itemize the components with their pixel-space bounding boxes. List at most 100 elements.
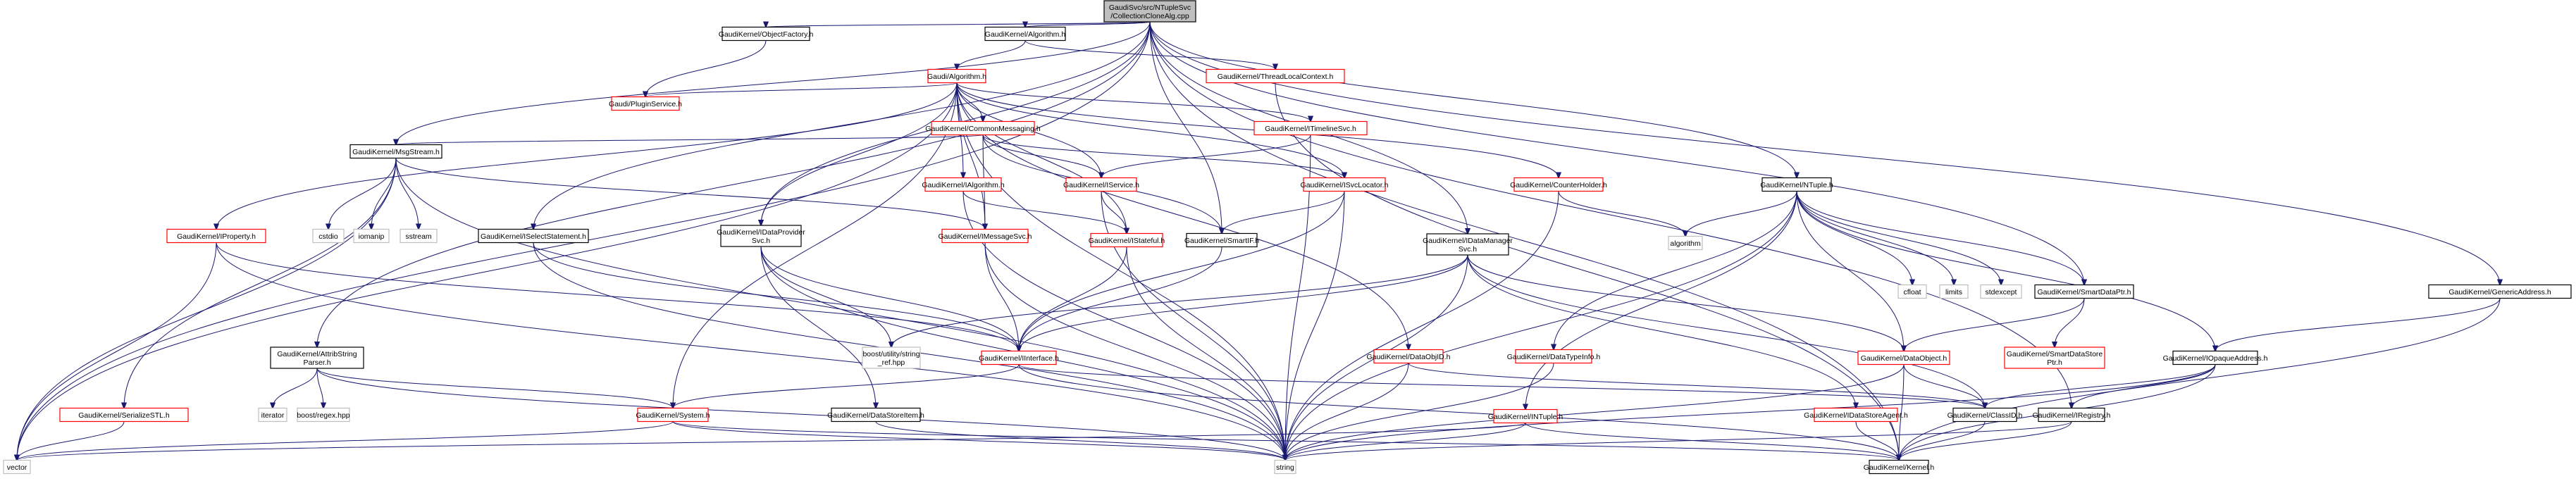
node-genericaddress[interactable]: GaudiKernel/GenericAddress.h <box>2428 284 2572 299</box>
node-imessagesvc[interactable]: GaudiKernel/IMessageSvc.h <box>938 228 1032 244</box>
node-box <box>353 228 390 244</box>
edge-iregistry-to-kernel <box>1899 421 2072 461</box>
edge-iregistry-to-string <box>1285 421 2072 461</box>
node-msgstream[interactable]: GaudiKernel/MsgStream.h <box>349 144 442 159</box>
node-label: GaudiKernel/CommonMessaging.h <box>925 125 1041 133</box>
node-label: GaudiKernel/GenericAddress.h <box>2448 288 2551 296</box>
node-box <box>1253 120 1368 136</box>
edge-gaudi_algorithm-to-iproperty <box>216 82 958 230</box>
node-system[interactable]: GaudiKernel/System.h <box>636 407 710 423</box>
node-box <box>1939 284 1969 299</box>
node-box <box>1065 177 1137 192</box>
node-box <box>2038 407 2105 423</box>
node-box <box>1186 232 1258 248</box>
edge-commonmessaging-to-isvclocator <box>982 135 1344 178</box>
node-gk_algorithm[interactable]: GaudiKernel/Algorithm.h <box>984 26 1066 42</box>
edge-imessagesvc-to-string <box>984 242 1285 461</box>
node-datatypeinfo[interactable]: GaudiKernel/DataTypeInfo.h <box>1507 349 1601 364</box>
node-label: boost/regex.hpp <box>297 411 349 420</box>
node-label: stdexcept <box>1986 288 2017 296</box>
edge-istateful-to-iinterface <box>1019 246 1127 351</box>
edge-serializestl-to-vector <box>17 421 125 461</box>
node-iinterface[interactable]: GaudiKernel/IInterface.h <box>979 350 1059 366</box>
node-label: GaudiKernel/MsgStream.h <box>352 148 440 156</box>
node-box <box>931 120 1035 136</box>
node-label: GaudiKernel/IStateful.h <box>1089 237 1165 245</box>
node-label: GaudiKernel/ISvcLocator.h <box>1301 181 1389 189</box>
node-iopaqueaddress[interactable]: GaudiKernel/IOpaqueAddress.h <box>2163 350 2268 366</box>
node-box <box>270 346 364 369</box>
node-iproperty[interactable]: GaudiKernel/IProperty.h <box>166 228 266 244</box>
node-label: GaudiKernel/ISelectStatement.h <box>481 232 586 241</box>
node-kernel[interactable]: GaudiKernel/Kernel.h <box>1864 459 1935 475</box>
node-iregistry[interactable]: GaudiKernel/IRegistry.h <box>2033 407 2111 423</box>
node-dataobjid[interactable]: GaudiKernel/DataObjID.h <box>1366 349 1451 364</box>
edge-system-to-vector <box>17 421 674 461</box>
node-label: _ref.hpp <box>877 358 905 367</box>
edge-smartdataptr-to-smartdatastoreptr <box>2055 298 2085 348</box>
node-box <box>258 407 287 423</box>
node-label: GaudiKernel/ObjectFactory.h <box>719 30 814 39</box>
edge-dataobjid-to-classid <box>1408 363 1985 408</box>
edge-objfactory-to-pluginservice <box>645 40 767 97</box>
node-label: GaudiKernel/IDataManager <box>1423 237 1513 245</box>
node-label: GaudiKernel/DataTypeInfo.h <box>1507 353 1601 361</box>
edge-root-to-attribstringparser <box>317 21 1151 347</box>
node-classid[interactable]: GaudiKernel/ClassID.h <box>1948 407 2023 423</box>
node-label: iomanip <box>359 232 385 241</box>
node-isvclocator[interactable]: GaudiKernel/ISvcLocator.h <box>1301 177 1389 192</box>
node-gaudi_algorithm[interactable]: Gaudi/Algorithm.h <box>927 68 986 84</box>
edge-ntuple-to-cfloat <box>1796 191 1912 285</box>
node-box <box>59 407 189 423</box>
edge-msgstream-to-serializestl <box>124 158 397 408</box>
node-smartif[interactable]: GaudiKernel/SmartIF.h <box>1184 232 1259 248</box>
edge-intuple-to-string <box>1285 423 1526 461</box>
node-serializestl[interactable]: GaudiKernel/SerializeSTL.h <box>59 407 189 423</box>
node-label: GaudiKernel/SmartIF.h <box>1184 237 1259 245</box>
edge-iinterface-to-system <box>673 364 1020 408</box>
edge-gk_algorithm-to-threadlocal <box>1024 40 1275 70</box>
node-istateful[interactable]: GaudiKernel/IStateful.h <box>1089 232 1165 248</box>
edge-gaudi_algorithm-to-istateful <box>956 82 1127 234</box>
node-datastoreitem[interactable]: GaudiKernel/DataStoreItem.h <box>827 407 924 423</box>
node-pluginservice[interactable]: Gaudi/PluginService.h <box>609 96 682 111</box>
node-label: GaudiKernel/ITimelineSvc.h <box>1265 125 1356 133</box>
node-box <box>1090 232 1163 248</box>
node-ialgorithm[interactable]: GaudiKernel/IAlgorithm.h <box>922 177 1005 192</box>
edge-iproperty-to-string <box>216 242 1285 461</box>
node-intuple[interactable]: GaudiKernel/INTuple.h <box>1488 408 1563 424</box>
node-dataobject[interactable]: GaudiKernel/DataObject.h <box>1857 350 1950 366</box>
edge-iinterface-to-classid <box>1018 364 1985 408</box>
edge-imessagesvc-to-iinterface <box>984 242 1019 351</box>
node-ntuple[interactable]: GaudiKernel/NTuple.h <box>1760 177 1833 192</box>
edge-idatamanagersvc-to-iinterface <box>1019 254 1468 351</box>
node-iservice[interactable]: GaudiKernel/IService.h <box>1063 177 1139 192</box>
node-itimelinesvc[interactable]: GaudiKernel/ITimelineSvc.h <box>1253 120 1368 136</box>
node-idatastoreagent[interactable]: GaudiKernel/IDataStoreAgent.h <box>1804 407 1908 423</box>
node-box <box>2034 284 2134 299</box>
edge-ntuple-to-intuple <box>1525 191 1797 410</box>
node-threadlocal[interactable]: GaudiKernel/ThreadLocalContext.h <box>1206 68 1345 84</box>
edge-genericaddress-to-iopaqueaddress <box>2215 298 2501 351</box>
node-iselectstatement[interactable]: GaudiKernel/ISelectStatement.h <box>478 228 589 244</box>
edge-istateful-to-string <box>1126 246 1285 461</box>
edge-gaudi_algorithm-to-imessagesvc <box>956 82 985 230</box>
node-label: GaudiKernel/System.h <box>636 411 710 420</box>
edge-ntuple-to-datatypeinfo <box>1554 191 1797 350</box>
node-objfactory[interactable]: GaudiKernel/ObjectFactory.h <box>719 26 814 42</box>
node-label: GaudiKernel/SerializeSTL.h <box>78 411 170 420</box>
edge-root-to-genericaddress <box>1149 21 2500 285</box>
node-smartdataptr[interactable]: GaudiKernel/SmartDataPtr.h <box>2034 284 2134 299</box>
node-counterholder[interactable]: GaudiKernel/CounterHolder.h <box>1510 177 1607 192</box>
node-commonmessaging[interactable]: GaudiKernel/CommonMessaging.h <box>925 120 1041 136</box>
node-regex: boost/regex.hpp <box>297 407 350 423</box>
node-box <box>981 350 1057 366</box>
edge-gaudi_algorithm-to-idataprovidersvc <box>761 82 958 226</box>
edge-attribstringparser-to-system <box>316 368 673 408</box>
node-label: GaudiKernel/IRegistry.h <box>2033 411 2111 420</box>
node-root[interactable]: GaudiSvc/src/NTupleSvc/CollectionCloneAl… <box>1103 0 1196 23</box>
